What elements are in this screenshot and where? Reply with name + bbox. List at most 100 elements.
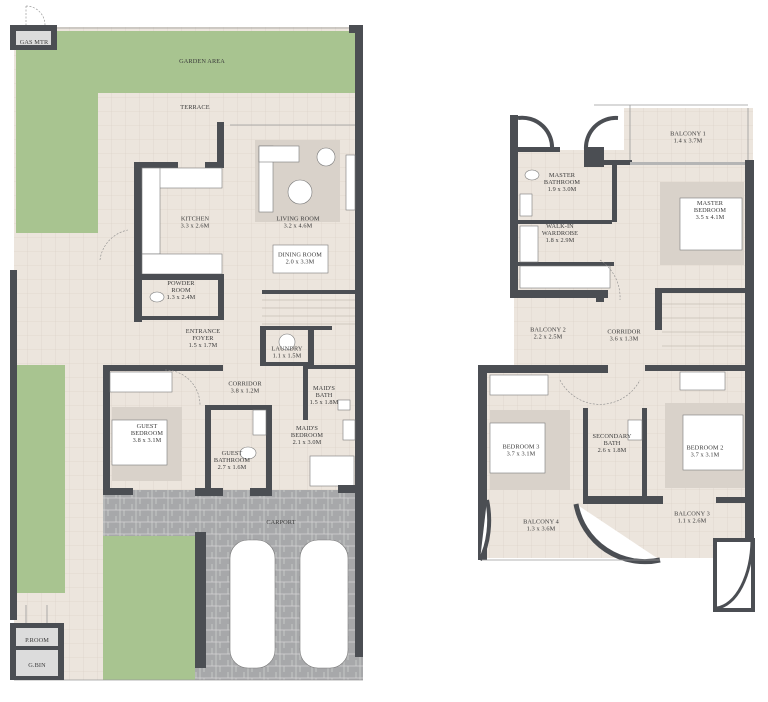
room-label-terrace: TERRACE — [180, 104, 209, 111]
room-label-gas-mtr: GAS MTR — [20, 39, 49, 46]
room-name: ENTRANCE — [186, 328, 220, 335]
tv-unit — [345, 154, 356, 211]
room-dimensions: 1.5 x 1.8M — [310, 399, 339, 406]
room-name: POWDER — [167, 280, 195, 287]
coffee-table — [287, 179, 313, 205]
room-name: G.BIN — [28, 662, 46, 669]
room-name: MASTER — [697, 200, 724, 207]
room-dimensions: 1.3 x 2.4M — [167, 294, 196, 301]
wardrobe — [489, 374, 549, 396]
room-name: CORRIDOR — [607, 329, 641, 336]
ground-floor-plan — [10, 5, 363, 681]
room-dimensions: 3.5 x 4.1M — [696, 214, 725, 221]
room-dimensions: 3.3 x 2.6M — [181, 223, 210, 230]
wardrobe — [519, 225, 539, 263]
room-name: BEDROOM 3 — [502, 444, 539, 451]
bed — [679, 197, 743, 251]
room-dimensions: 1.1 x 2.6M — [678, 518, 707, 525]
room-name: P.ROOM — [25, 637, 49, 644]
room-name: MASTER — [549, 172, 576, 179]
room-dimensions: 3.6 x 1.3M — [610, 336, 639, 343]
room-name: FOYER — [192, 335, 214, 342]
room-dimensions: 3.7 x 3.1M — [507, 451, 536, 458]
room-label-g-bin: G.BIN — [28, 662, 46, 669]
toilet-icon — [239, 446, 257, 460]
room-name: GUEST — [222, 450, 243, 457]
car — [299, 539, 349, 669]
bed — [111, 419, 168, 466]
room-name: MAID'S — [313, 385, 335, 392]
room-name: CORRIDOR — [228, 381, 262, 388]
room-name: DINING ROOM — [278, 252, 322, 259]
room-dimensions: 3.8 x 1.2M — [231, 388, 260, 395]
room-name: BEDROOM — [291, 432, 323, 439]
room-name: CARPORT — [266, 519, 295, 526]
bed — [309, 455, 355, 487]
carport-paving — [103, 490, 363, 536]
dining-table — [272, 244, 329, 274]
room-name: BATH — [604, 440, 621, 447]
wall — [10, 270, 17, 620]
toilet-icon — [149, 291, 165, 303]
room-name: BALCONY 2 — [530, 327, 566, 334]
room-dimensions: 2.2 x 2.5M — [534, 334, 563, 341]
room-dimensions: 1.4 x 3.7M — [674, 138, 703, 145]
bed — [682, 414, 744, 471]
room-name: BEDROOM — [694, 207, 726, 214]
room-name: LIVING ROOM — [276, 216, 320, 223]
room-dimensions: 1.9 x 3.0M — [548, 186, 577, 193]
kitchen-counter — [141, 253, 223, 275]
room-name: KITCHEN — [181, 216, 210, 223]
room-label-garden-area: GARDEN AREA — [179, 58, 225, 65]
room-name: WALK-IN — [546, 223, 574, 230]
toilet-icon — [524, 169, 540, 181]
shower — [252, 409, 267, 436]
front-lawn — [103, 535, 195, 680]
wardrobe — [519, 265, 611, 289]
car — [229, 539, 276, 669]
room-dimensions: 1.3 x 3.6M — [527, 526, 556, 533]
room-name: BALCONY 3 — [674, 511, 710, 518]
room-name: TERRACE — [180, 104, 209, 111]
room-name: BATHROOM — [214, 457, 250, 464]
room-name: GARDEN AREA — [179, 58, 225, 65]
room-dimensions: 1.5 x 1.7M — [189, 342, 218, 349]
room-name: BALCONY 1 — [670, 131, 706, 138]
room-dimensions: 2.6 x 1.8M — [598, 447, 627, 454]
room-dimensions: 3.2 x 4.6M — [284, 223, 313, 230]
wardrobe — [679, 371, 726, 391]
room-name: WARDROBE — [542, 230, 578, 237]
armchair — [316, 147, 336, 167]
room-name: LAUNDRY — [271, 346, 302, 353]
room-name: BEDROOM — [131, 430, 163, 437]
first-floor-plan — [478, 104, 755, 612]
room-name: SECONDARY — [592, 433, 631, 440]
room-name: GAS MTR — [20, 39, 49, 46]
room-label-p-room: P.ROOM — [25, 637, 49, 644]
room-name: BATH — [316, 392, 333, 399]
garden-strip-lawn — [16, 31, 98, 233]
room-dimensions: 3.7 x 3.1M — [691, 452, 720, 459]
room-name: ROOM — [171, 287, 191, 294]
bathtub — [519, 193, 533, 217]
room-dimensions: 1.8 x 2.9M — [546, 237, 575, 244]
